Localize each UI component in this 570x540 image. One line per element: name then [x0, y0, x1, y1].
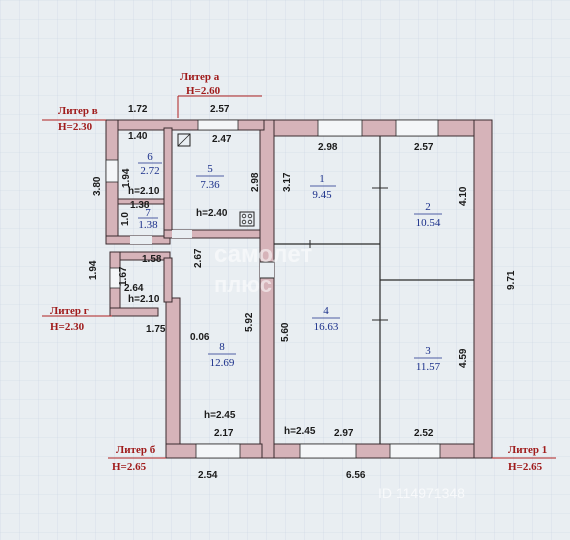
window-g [109, 267, 121, 289]
dim-r5-w: 2.47 [212, 134, 232, 145]
room-1-area: 9.45 [312, 189, 332, 201]
dim-r1-h: 3.17 [282, 172, 293, 192]
dim-bottom-b: 2.54 [198, 470, 218, 481]
dim-r7-h: 1.0 [120, 212, 131, 226]
dim-g-w1: 1.58 [142, 254, 162, 265]
room-2-area: 10.54 [416, 217, 441, 229]
dim-corr-h: 2.67 [193, 248, 204, 268]
watermark-main: самолет [214, 241, 312, 268]
g-wall-bottom [109, 307, 159, 317]
main-wall-left [259, 119, 275, 459]
wall-6-7 [117, 198, 165, 205]
window-r8 [195, 443, 241, 459]
dim-r2-w: 2.57 [414, 142, 434, 153]
stove-icon [239, 211, 255, 227]
litera-b-height: H=2.65 [112, 461, 147, 473]
windows [105, 119, 441, 459]
dim-r5-h: 2.98 [250, 172, 261, 192]
litera-b-name: Литер б [116, 444, 156, 456]
room-4-area: 16.63 [314, 321, 339, 333]
litera-1-height: H=2.65 [508, 461, 543, 473]
room-8-number: 8 [219, 341, 225, 353]
room-7-area: 1.38 [138, 219, 158, 231]
litera-1-name: Литер 1 [508, 444, 547, 456]
watermark-id: ID 114971348 [378, 485, 465, 501]
room-labels: 1 9.45 2 10.54 3 11.57 4 16.63 5 7.36 6 … [138, 151, 442, 373]
room-3-area: 11.57 [416, 361, 441, 373]
dim-r8-small: 0.06 [190, 332, 210, 343]
partitions [274, 136, 474, 444]
dim-g-h2: 1.67 [118, 266, 129, 286]
litera-a-name: Литер а [180, 71, 220, 83]
room-7-number: 7 [145, 207, 151, 219]
height-g: h=2.10 [128, 294, 160, 305]
dim-g-w2: 2.64 [124, 283, 144, 294]
dim-r2-h: 4.10 [458, 186, 469, 206]
boiler-icon [177, 133, 191, 147]
window-r3 [389, 443, 441, 459]
litera-v-height: H=2.30 [58, 121, 93, 133]
dim-g-w3: 1.75 [146, 324, 166, 335]
window-a [197, 119, 239, 131]
dim-total-h: 9.71 [506, 270, 517, 290]
window-r1 [317, 119, 363, 137]
height-main: h=2.45 [284, 426, 316, 437]
room-6-number: 6 [147, 151, 153, 163]
litera-v-name: Литер в [58, 105, 98, 117]
watermark-sub: плюс [214, 272, 272, 297]
height-r5: h=2.40 [196, 208, 228, 219]
wall-under-5 [163, 229, 261, 239]
litera-g-name: Литер г [50, 305, 89, 317]
room-1-number: 1 [319, 173, 325, 185]
dim-r3-w: 2.52 [414, 428, 434, 439]
room-6-area: 2.72 [140, 165, 159, 177]
dim-top-v: 1.72 [128, 104, 148, 115]
room-3-number: 3 [425, 345, 431, 357]
dim-g-h: 1.94 [88, 260, 99, 280]
main-wall-top [259, 119, 493, 137]
b-wall-left [165, 297, 181, 459]
main-wall-right [473, 119, 493, 459]
window-r6 [105, 159, 119, 183]
door-marks [260, 187, 388, 321]
window-r4 [299, 443, 357, 459]
stove-burners [241, 213, 253, 225]
wall-6-5 [163, 127, 173, 237]
dim-r6-h: 1.94 [121, 168, 132, 188]
dim-bottom-main: 6.56 [346, 470, 366, 481]
dim-r7-w: 1.38 [130, 200, 150, 211]
dim-r4-w: 2.97 [334, 428, 354, 439]
height-r8: h=2.45 [204, 410, 236, 421]
window-r2 [395, 119, 439, 137]
litera-a-height: H=2.60 [186, 85, 221, 97]
a-wall-top [105, 119, 265, 131]
room-8-area: 12.69 [210, 357, 235, 369]
doors [130, 230, 274, 278]
dim-v-h: 3.80 [92, 176, 103, 196]
height-r6: h=2.10 [128, 186, 160, 197]
dim-r3-h: 4.59 [458, 348, 469, 368]
litera-g-height: H=2.30 [50, 321, 85, 333]
room-4-number: 4 [323, 305, 329, 317]
room-5-area: 7.36 [200, 179, 220, 191]
room-2-number: 2 [425, 201, 431, 213]
litera-lines [42, 95, 556, 459]
dim-r6-w: 1.40 [128, 131, 148, 142]
dim-r8-w: 2.17 [214, 428, 234, 439]
wall-corridor-left [163, 257, 173, 303]
dim-r8-h: 5.92 [244, 312, 255, 332]
main-wall-bottom [259, 443, 493, 459]
dim-r4-h: 5.60 [280, 322, 291, 342]
dim-r1-w: 2.98 [318, 142, 338, 153]
room-5-number: 5 [207, 163, 213, 175]
dimensions: 1.72 2.57 2.47 1.40 2.98 2.57 1.38 1.58 … [88, 104, 517, 481]
dim-top-a: 2.57 [210, 104, 230, 115]
